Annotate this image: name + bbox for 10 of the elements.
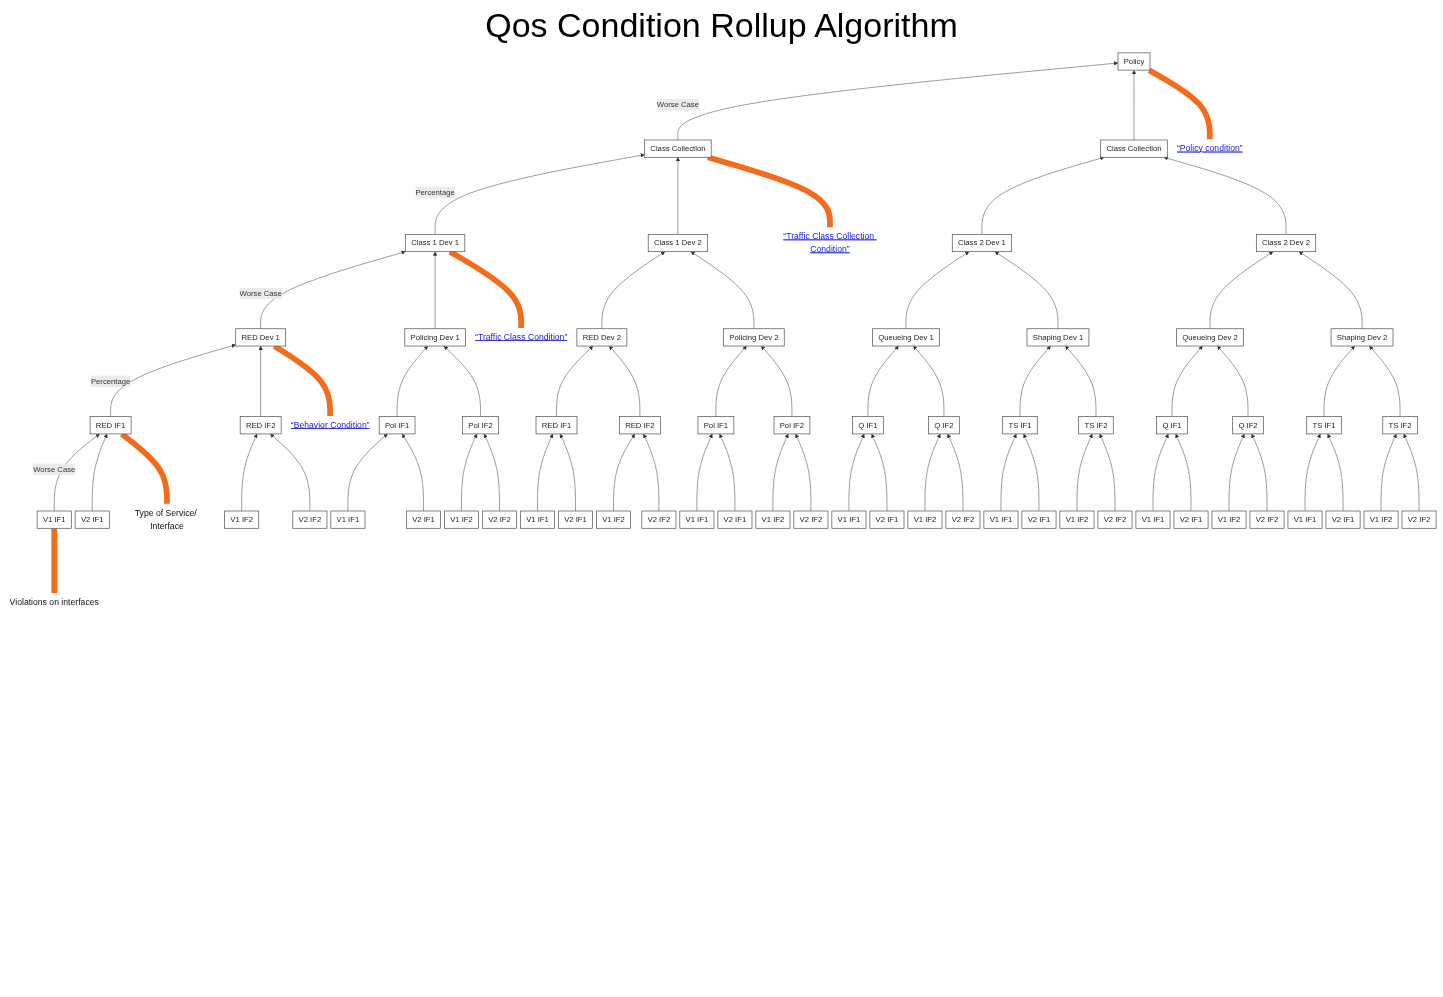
node-text: “Traffic Class Condition” [475, 332, 568, 342]
node-text: Violations on interfaces [9, 597, 99, 608]
node-text: “Behavior Condition” [290, 420, 370, 430]
connector [1147, 67, 1213, 140]
node-text: “Policy condition” [1176, 143, 1243, 154]
connector [51, 528, 58, 594]
connector [707, 154, 833, 228]
diagram-title: Qos Condition Rollup Algorithm [484, 6, 959, 45]
node-text: “Traffic Class Collection Condition” [783, 231, 875, 255]
node-text: Type of Service/ Interface [134, 508, 197, 531]
